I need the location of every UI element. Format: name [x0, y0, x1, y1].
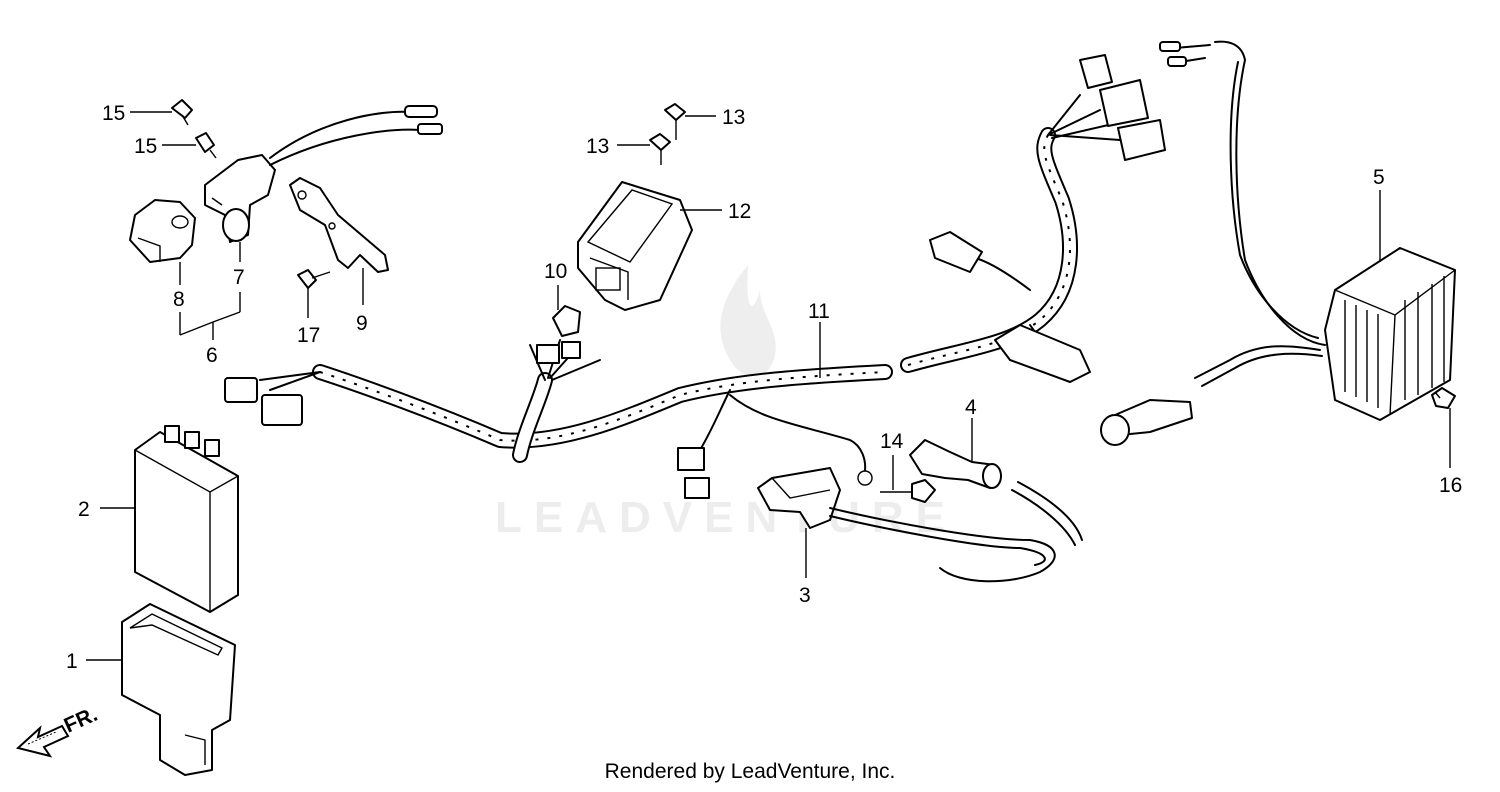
part-3-ignition-coil[interactable]: [757, 467, 1083, 583]
svg-text:6: 6: [206, 344, 218, 367]
part-10-relay[interactable]: [552, 305, 581, 337]
svg-text:5: 5: [1373, 166, 1385, 189]
callout-3: 3: [799, 528, 811, 607]
callout-13b: 13: [586, 135, 650, 158]
part-16-bolt[interactable]: [1431, 387, 1456, 409]
part-12-relay-box[interactable]: [577, 181, 693, 311]
front-arrow-icon: FR.: [15, 703, 101, 758]
callout-8: 8: [173, 262, 185, 311]
svg-text:8: 8: [173, 288, 185, 311]
part-13-bolt-b[interactable]: [649, 133, 671, 165]
svg-text:3: 3: [799, 584, 811, 607]
callout-13a: 13: [685, 106, 745, 129]
part-5-regulator-rectifier[interactable]: [1100, 40, 1456, 446]
callout-14: 14: [880, 430, 904, 490]
callout-1: 1: [66, 650, 122, 673]
part-2-cdi-unit[interactable]: [134, 425, 239, 613]
part-11-wire-harness[interactable]: [224, 54, 1166, 499]
part-15-screw-b[interactable]: [195, 132, 217, 159]
callout-9: 9: [356, 268, 368, 335]
svg-text:1: 1: [66, 650, 78, 673]
part-1-cdi-cover[interactable]: [121, 603, 236, 776]
svg-text:15: 15: [102, 102, 125, 125]
svg-text:14: 14: [880, 430, 904, 453]
footer-credit: Rendered by LeadVenture, Inc.: [604, 760, 896, 783]
svg-text:17: 17: [297, 324, 320, 347]
svg-text:13: 13: [722, 106, 745, 129]
part-13-bolt-a[interactable]: [664, 103, 686, 140]
watermark-text: LEADVENTURE: [495, 493, 957, 542]
part-9-bracket[interactable]: [289, 177, 389, 273]
callout-15b: 15: [134, 135, 196, 158]
svg-text:16: 16: [1439, 474, 1462, 497]
svg-text:13: 13: [586, 135, 609, 158]
part-7-switch[interactable]: [204, 105, 443, 243]
callout-7: 7: [233, 242, 245, 289]
callout-6: 6: [179, 292, 241, 367]
callout-4: 4: [965, 396, 977, 462]
callout-12: 12: [680, 200, 751, 223]
part-14-bolt[interactable]: [880, 479, 936, 503]
svg-text:15: 15: [134, 135, 157, 158]
part-8-switch[interactable]: [129, 199, 196, 263]
svg-text:7: 7: [233, 266, 245, 289]
svg-text:2: 2: [78, 498, 90, 521]
svg-text:9: 9: [356, 312, 368, 335]
callout-16: 16: [1439, 408, 1462, 497]
part-15-screw-a[interactable]: [171, 99, 193, 126]
callout-10: 10: [544, 260, 567, 310]
svg-text:4: 4: [965, 396, 977, 419]
svg-text:10: 10: [544, 260, 567, 283]
part-4-plug-cap[interactable]: [909, 439, 1002, 489]
callout-11: 11: [808, 300, 830, 378]
svg-text:11: 11: [808, 300, 830, 323]
callout-2: 2: [78, 498, 135, 521]
callout-17: 17: [297, 288, 320, 347]
svg-text:12: 12: [728, 200, 751, 223]
part-17-bolt[interactable]: [297, 269, 331, 289]
callout-15a: 15: [102, 102, 172, 125]
callout-5: 5: [1373, 166, 1385, 262]
front-label: FR.: [61, 703, 101, 738]
